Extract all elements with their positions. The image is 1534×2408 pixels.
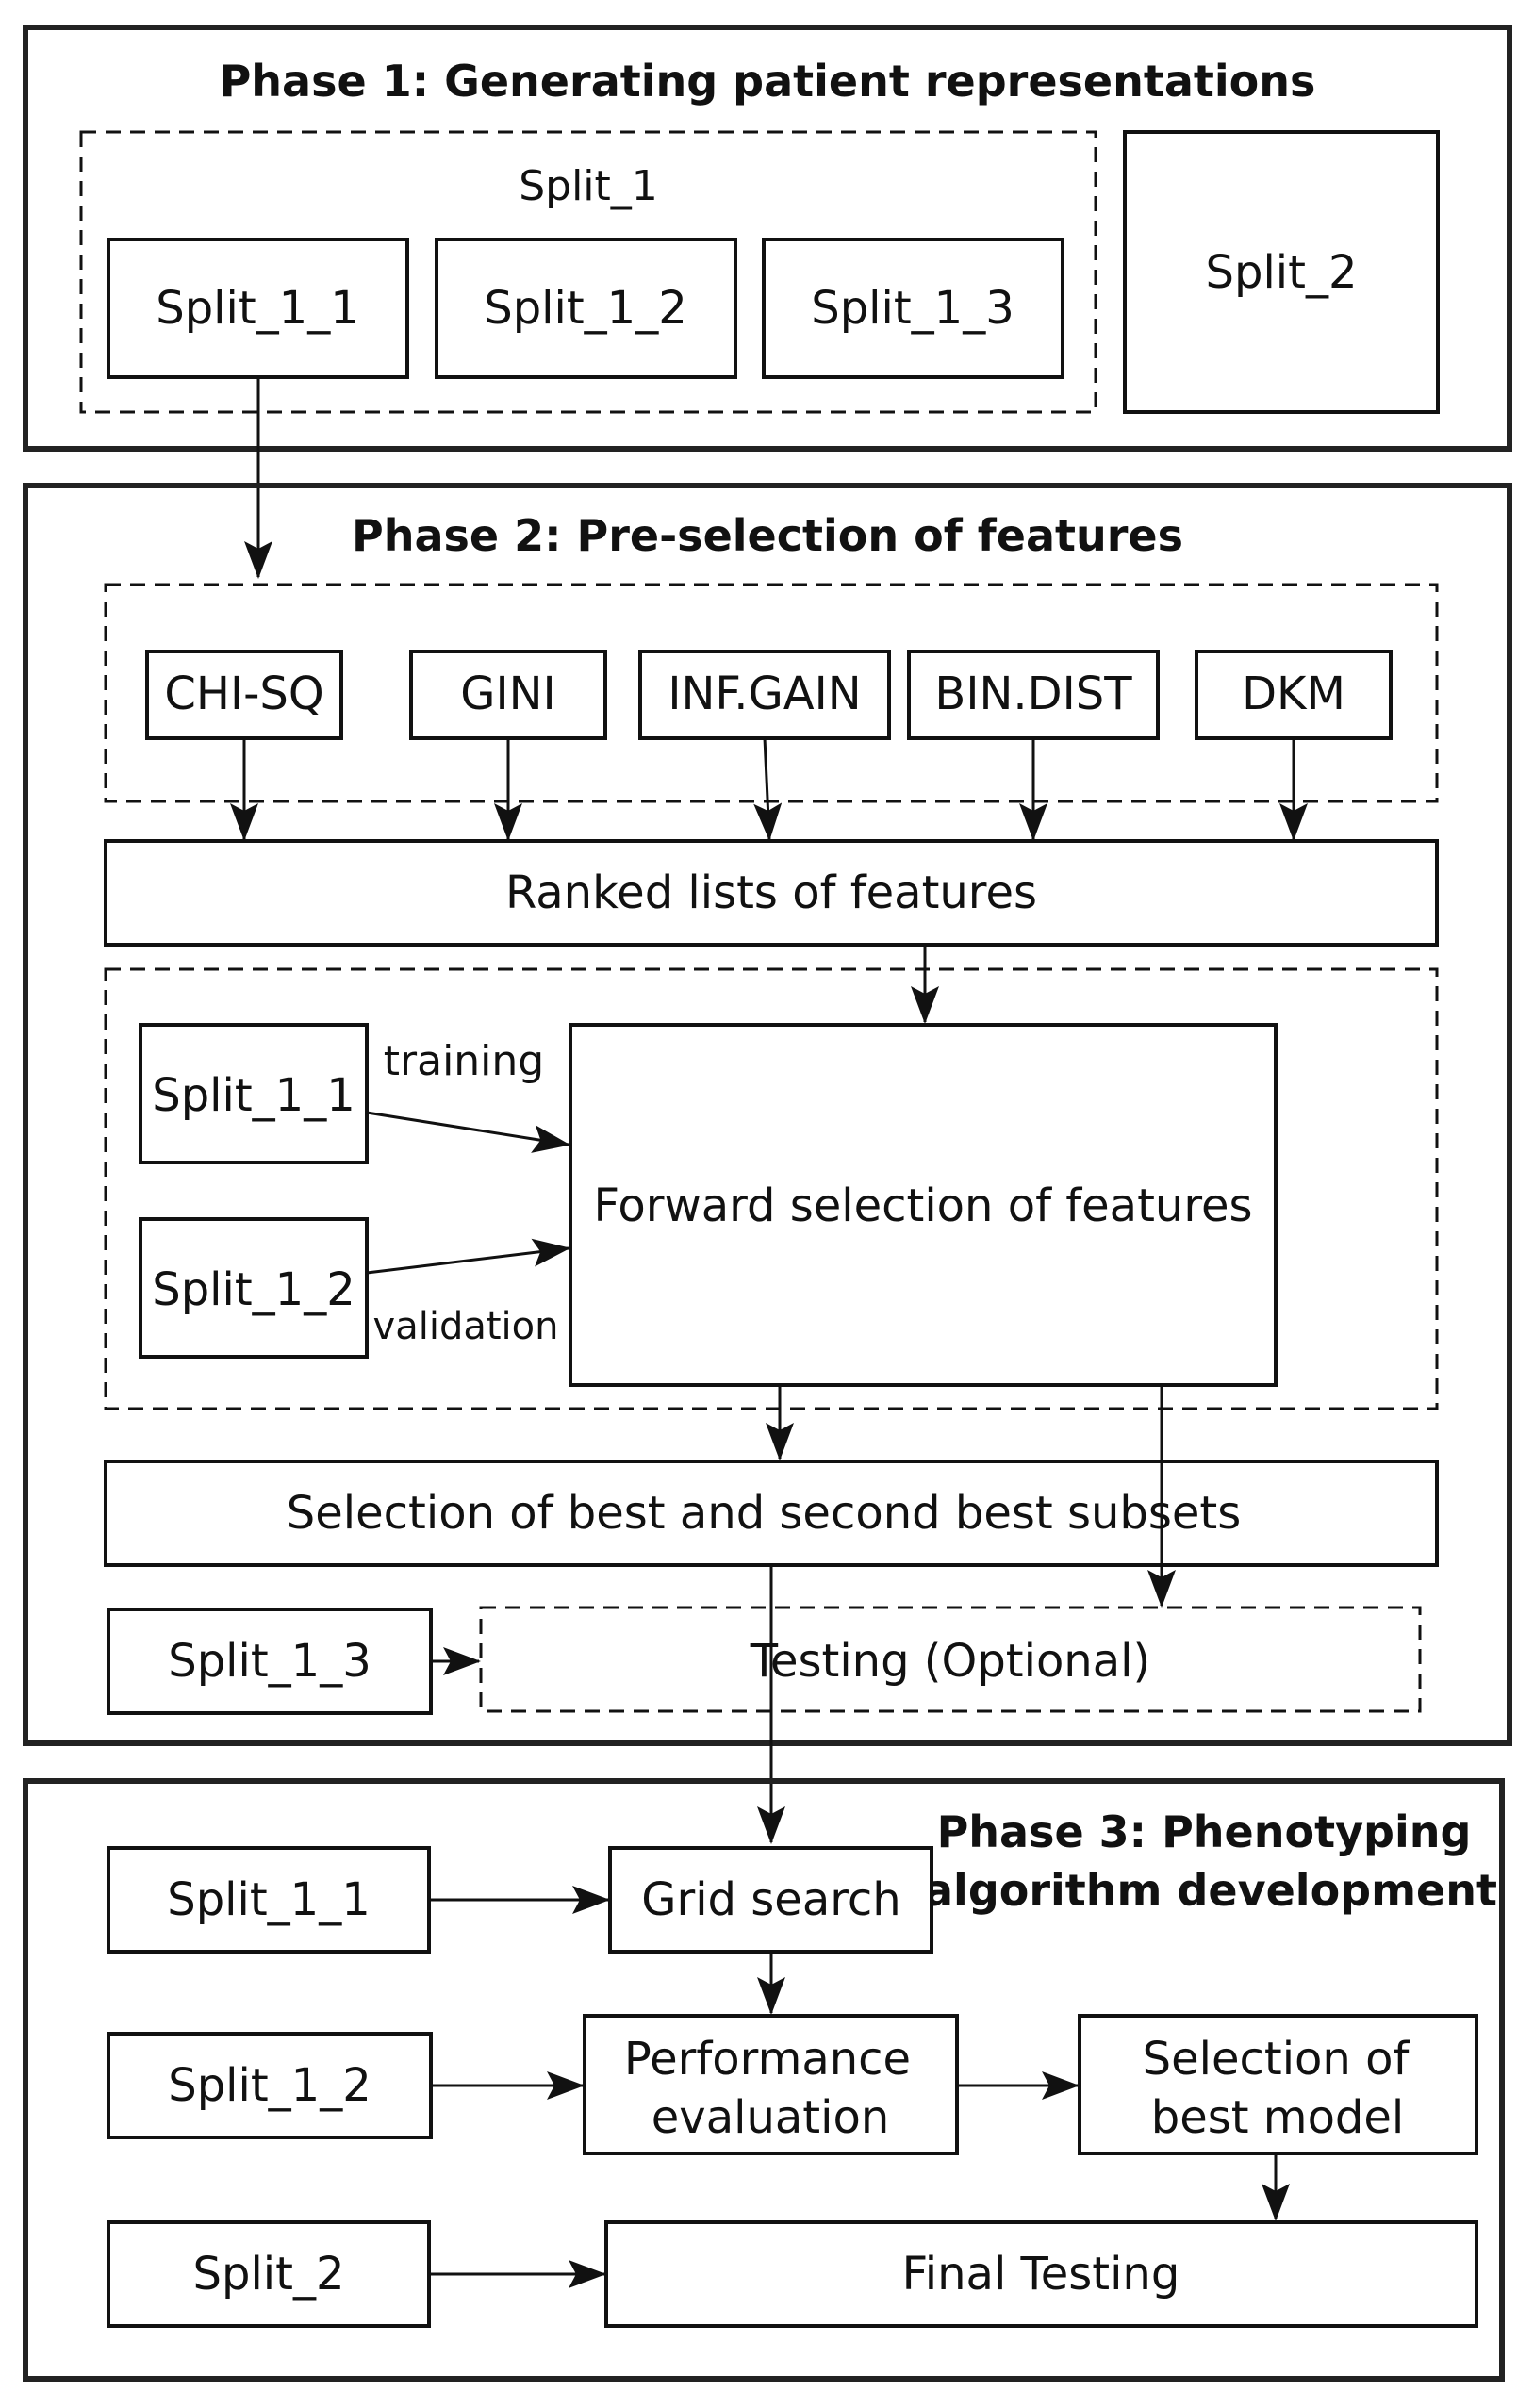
- subset-selection-label: Selection of best and second best subset…: [287, 1487, 1241, 1540]
- p1-split-1-3-box: [762, 238, 1064, 379]
- p1-split-1-1-label: Split_1_1: [156, 282, 359, 335]
- p1-split-1-1-box: [107, 238, 409, 379]
- arrow-inf-gain-to-ranked: [753, 737, 783, 841]
- method-chi-sq-box: [145, 650, 343, 740]
- performance-box: [583, 2014, 959, 2155]
- testing-optional-box: [479, 1606, 1422, 1713]
- p3-split-1-2-label: Split_1_2: [168, 2059, 371, 2112]
- performance-label-line-1: Performance: [624, 2033, 911, 2086]
- method-dkm-label: DKM: [1242, 668, 1345, 720]
- split-1-group: [79, 130, 1097, 414]
- phase-3-frame: [23, 1778, 1505, 2382]
- p1-split-2-box: [1123, 130, 1440, 414]
- split-1-group-label: Split_1: [519, 162, 658, 210]
- subset-selection-box: [104, 1460, 1439, 1567]
- phase-3-title-line-1: Phase 3: Phenotyping: [937, 1806, 1472, 1857]
- best-model-box: [1078, 2014, 1478, 2155]
- p3-split-1-1-box: [107, 1846, 431, 1954]
- final-testing-box: [604, 2220, 1478, 2328]
- method-inf-gain-box: [638, 650, 891, 740]
- p3-split-1-1-label: Split_1_1: [167, 1873, 371, 1926]
- best-model-label-line-1: Selection of: [1143, 2033, 1410, 2086]
- p1-split-1-3-label: Split_1_3: [811, 282, 1014, 335]
- p3-split-2-box: [107, 2220, 431, 2328]
- training-label: training: [384, 1037, 544, 1085]
- phase-3: Phase 3: Phenotyping algorithm developme…: [23, 1778, 1505, 2382]
- ranking-methods-group: [104, 583, 1439, 803]
- phase-3-title-line-2: algorithm development: [924, 1865, 1497, 1916]
- arrow-training-to-forward: [366, 1111, 570, 1153]
- testing-optional-label: Testing (Optional): [750, 1635, 1150, 1688]
- fs-split-1-2-box: [139, 1217, 369, 1359]
- best-model-label-line-2: best model: [1151, 2091, 1405, 2144]
- p3-split-1-2-box: [107, 2032, 433, 2139]
- phase-2-title: Phase 2: Pre-selection of features: [352, 510, 1183, 561]
- ranked-lists-box: [104, 839, 1439, 947]
- p1-split-1-2-box: [435, 238, 737, 379]
- phase-1-frame: [23, 25, 1512, 452]
- method-dkm-box: [1195, 650, 1393, 740]
- fs-split-1-1-box: [139, 1023, 369, 1164]
- method-gini-box: [409, 650, 607, 740]
- test-split-1-3-box: [107, 1608, 433, 1715]
- test-split-1-3-label: Split_1_3: [168, 1635, 371, 1688]
- grid-search-box: [608, 1846, 933, 1954]
- phase-2-frame: [23, 483, 1512, 1746]
- fs-split-1-2-label: Split_1_2: [152, 1263, 355, 1316]
- phase-1-title: Phase 1: Generating patient representati…: [220, 56, 1316, 107]
- phase-2: Phase 2: Pre-selection of features CHI-S…: [23, 483, 1512, 1746]
- method-gini-label: GINI: [460, 668, 555, 720]
- forward-selection-box: [569, 1023, 1278, 1387]
- ranked-lists-label: Ranked lists of features: [505, 866, 1037, 919]
- p3-split-2-label: Split_2: [193, 2248, 345, 2301]
- p1-split-1-2-label: Split_1_2: [484, 282, 687, 335]
- method-bin-dist-box: [907, 650, 1160, 740]
- method-inf-gain-label: INF.GAIN: [668, 668, 861, 720]
- final-testing-label: Final Testing: [902, 2248, 1180, 2301]
- phase-1: Phase 1: Generating patient representati…: [23, 25, 1512, 452]
- grid-search-label: Grid search: [641, 1873, 900, 1926]
- fs-split-1-1-label: Split_1_1: [152, 1069, 355, 1122]
- arrow-validation-to-forward: [366, 1238, 570, 1275]
- forward-selection-group: [104, 967, 1439, 1410]
- validation-label: validation: [373, 1305, 559, 1348]
- performance-label-line-2: evaluation: [652, 2091, 889, 2144]
- method-chi-sq-label: CHI-SQ: [164, 668, 323, 720]
- method-bin-dist-label: BIN.DIST: [934, 668, 1132, 720]
- forward-selection-label: Forward selection of features: [593, 1179, 1252, 1232]
- p1-split-2-label: Split_2: [1206, 246, 1358, 299]
